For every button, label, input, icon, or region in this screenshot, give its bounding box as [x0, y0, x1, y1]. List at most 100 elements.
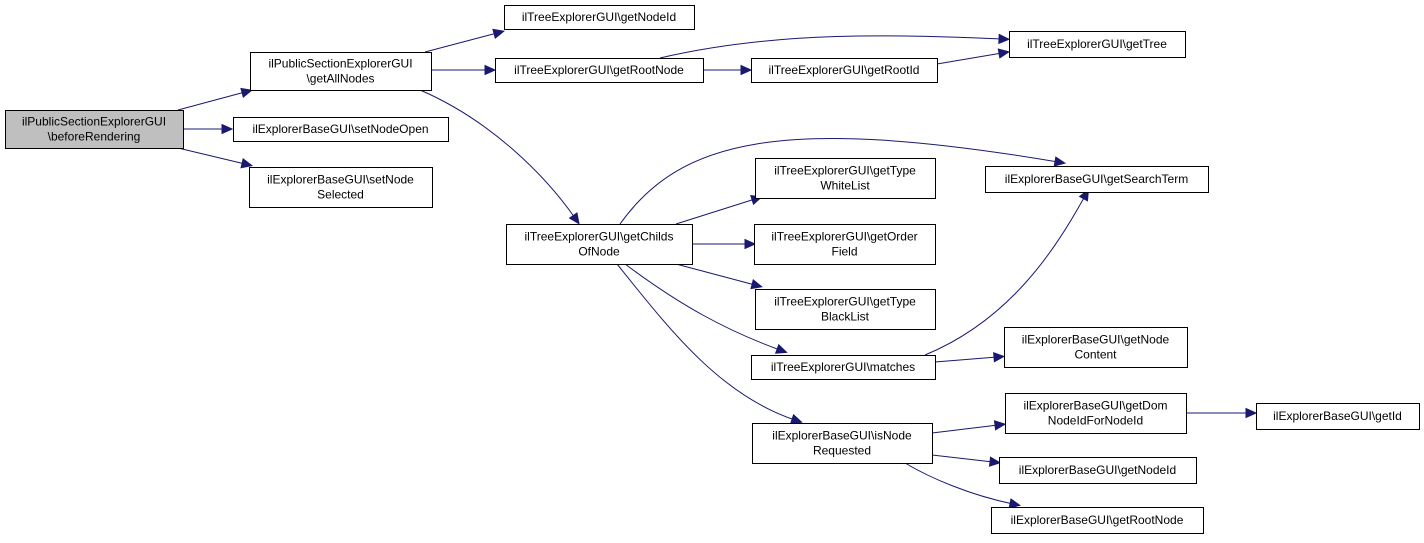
node-label-line: ilPublicSectionExplorerGUI — [22, 115, 166, 129]
edge-line — [177, 91, 246, 111]
arrowhead-icon — [1008, 498, 1022, 509]
node-bGetNodeId[interactable]: ilExplorerBaseGUI\getNodeId — [999, 457, 1197, 484]
node-getAllNodes[interactable]: ilPublicSectionExplorerGUI\getAllNodes — [250, 52, 432, 91]
edge-getDomNodeIdForNodeId-to-getId — [1186, 407, 1258, 419]
edge-line — [424, 32, 498, 53]
node-bGetRootNode[interactable]: ilExplorerBaseGUI\getRootNode — [991, 507, 1204, 534]
node-box — [504, 5, 695, 30]
node-label-line: \getAllNodes — [306, 72, 374, 86]
node-label-line: Field — [831, 245, 857, 259]
edge-beforeRendering-to-setNodeSelected — [177, 147, 253, 169]
edge-line — [419, 89, 576, 219]
node-box — [233, 117, 449, 142]
edge-line — [936, 52, 1003, 65]
node-box — [506, 224, 693, 265]
edge-isNodeRequested-to-getDomNodeIdForNodeId — [931, 420, 1007, 434]
edge-getChildsOfNode-to-matches — [624, 263, 788, 354]
edge-line — [675, 198, 756, 225]
node-label-line: ilTreeExplorerGUI\getType — [774, 295, 916, 309]
arrowhead-icon — [1245, 407, 1258, 419]
node-box — [985, 166, 1209, 193]
node-label-line: ilTreeExplorerGUI\getTree — [1027, 37, 1167, 51]
node-label-line: ilExplorerBaseGUI\getRootNode — [1011, 513, 1184, 527]
node-box — [755, 289, 936, 330]
node-setNodeOpen[interactable]: ilExplorerBaseGUI\setNodeOpen — [233, 117, 449, 142]
node-box — [991, 507, 1204, 534]
node-label-line: ilTreeExplorerGUI\getRootId — [769, 63, 920, 77]
node-getSearchTerm[interactable]: ilExplorerBaseGUI\getSearchTerm — [985, 166, 1209, 193]
edge-line — [904, 462, 1014, 505]
edge-tGetRootNode-to-tGetRootId — [703, 64, 753, 76]
node-label-line: NodeIdForNodeId — [1048, 414, 1143, 428]
edge-line — [931, 424, 999, 434]
edge-getChildsOfNode-to-getTypeBlackList — [675, 263, 763, 290]
node-tGetNodeId[interactable]: ilTreeExplorerGUI\getNodeId — [504, 5, 695, 30]
edge-tGetRootNode-to-tGetTree — [659, 33, 1011, 59]
node-box — [752, 423, 933, 464]
node-box — [1005, 393, 1187, 434]
edge-tGetRootId-to-tGetTree — [936, 48, 1011, 65]
node-box — [1004, 327, 1188, 368]
edge-line — [659, 35, 1003, 59]
node-tGetRootNode[interactable]: ilTreeExplorerGUI\getRootNode — [495, 58, 704, 83]
edge-line — [616, 263, 796, 421]
arrowhead-icon — [740, 64, 753, 76]
node-tGetTree[interactable]: ilTreeExplorerGUI\getTree — [1009, 31, 1186, 58]
edge-getChildsOfNode-to-getTypeWhiteList — [675, 195, 763, 225]
node-label-line: ilTreeExplorerGUI\getType — [774, 164, 916, 178]
node-box — [751, 58, 938, 83]
node-box — [5, 110, 184, 149]
edge-line — [934, 356, 998, 363]
node-label-line: ilExplorerBaseGUI\getSearchTerm — [1005, 172, 1188, 186]
node-box — [999, 457, 1197, 484]
edge-beforeRendering-to-setNodeOpen — [183, 123, 234, 135]
node-matches[interactable]: ilTreeExplorerGUI\matches — [751, 355, 936, 380]
node-box — [1009, 31, 1186, 58]
arrowhead-icon — [998, 33, 1011, 45]
node-box — [1256, 403, 1420, 430]
edge-isNodeRequested-to-bGetRootNode — [904, 462, 1022, 509]
edge-line — [675, 263, 756, 286]
node-label-line: Requested — [813, 444, 871, 458]
arrowhead-icon — [774, 343, 788, 354]
node-label-line: ilExplorerBaseGUI\setNodeOpen — [252, 122, 428, 136]
node-box — [751, 355, 936, 380]
edges-layer — [177, 28, 1258, 509]
arrowhead-icon — [993, 352, 1006, 363]
node-getId[interactable]: ilExplorerBaseGUI\getId — [1256, 403, 1420, 430]
node-label-line: Content — [1074, 348, 1117, 362]
node-label-line: Selected — [317, 188, 364, 202]
node-label-line: ilExplorerBaseGUI\setNode — [267, 173, 414, 187]
edge-beforeRendering-to-getAllNodes — [177, 87, 253, 111]
edge-getChildsOfNode-to-isNodeRequested — [616, 263, 803, 424]
nodes-layer: ilPublicSectionExplorerGUI\beforeRenderi… — [5, 5, 1420, 534]
node-label-line: ilExplorerBaseGUI\getDom — [1023, 399, 1167, 413]
edge-getAllNodes-to-tGetRootNode — [431, 64, 497, 76]
arrowhead-icon — [221, 123, 234, 135]
node-tGetRootId[interactable]: ilTreeExplorerGUI\getRootId — [751, 58, 938, 83]
node-beforeRendering[interactable]: ilPublicSectionExplorerGUI\beforeRenderi… — [5, 110, 184, 149]
node-label-line: ilExplorerBaseGUI\isNode — [772, 429, 912, 443]
node-label-line: BlackList — [821, 310, 870, 324]
arrowhead-icon — [1053, 156, 1067, 167]
node-label-line: ilExplorerBaseGUI\getNodeId — [1019, 463, 1176, 477]
node-label-line: ilTreeExplorerGUI\getNodeId — [522, 10, 676, 24]
node-box — [249, 167, 433, 208]
node-box — [754, 224, 936, 265]
node-label-line: ilTreeExplorerGUI\matches — [771, 360, 915, 374]
node-label-line: ilPublicSectionExplorerGUI — [268, 57, 412, 71]
edge-line — [931, 454, 994, 463]
arrowhead-icon — [568, 212, 580, 225]
node-label-line: OfNode — [578, 245, 620, 259]
arrowhead-icon — [997, 48, 1011, 59]
edge-getAllNodes-to-getChildsOfNode — [419, 89, 580, 225]
